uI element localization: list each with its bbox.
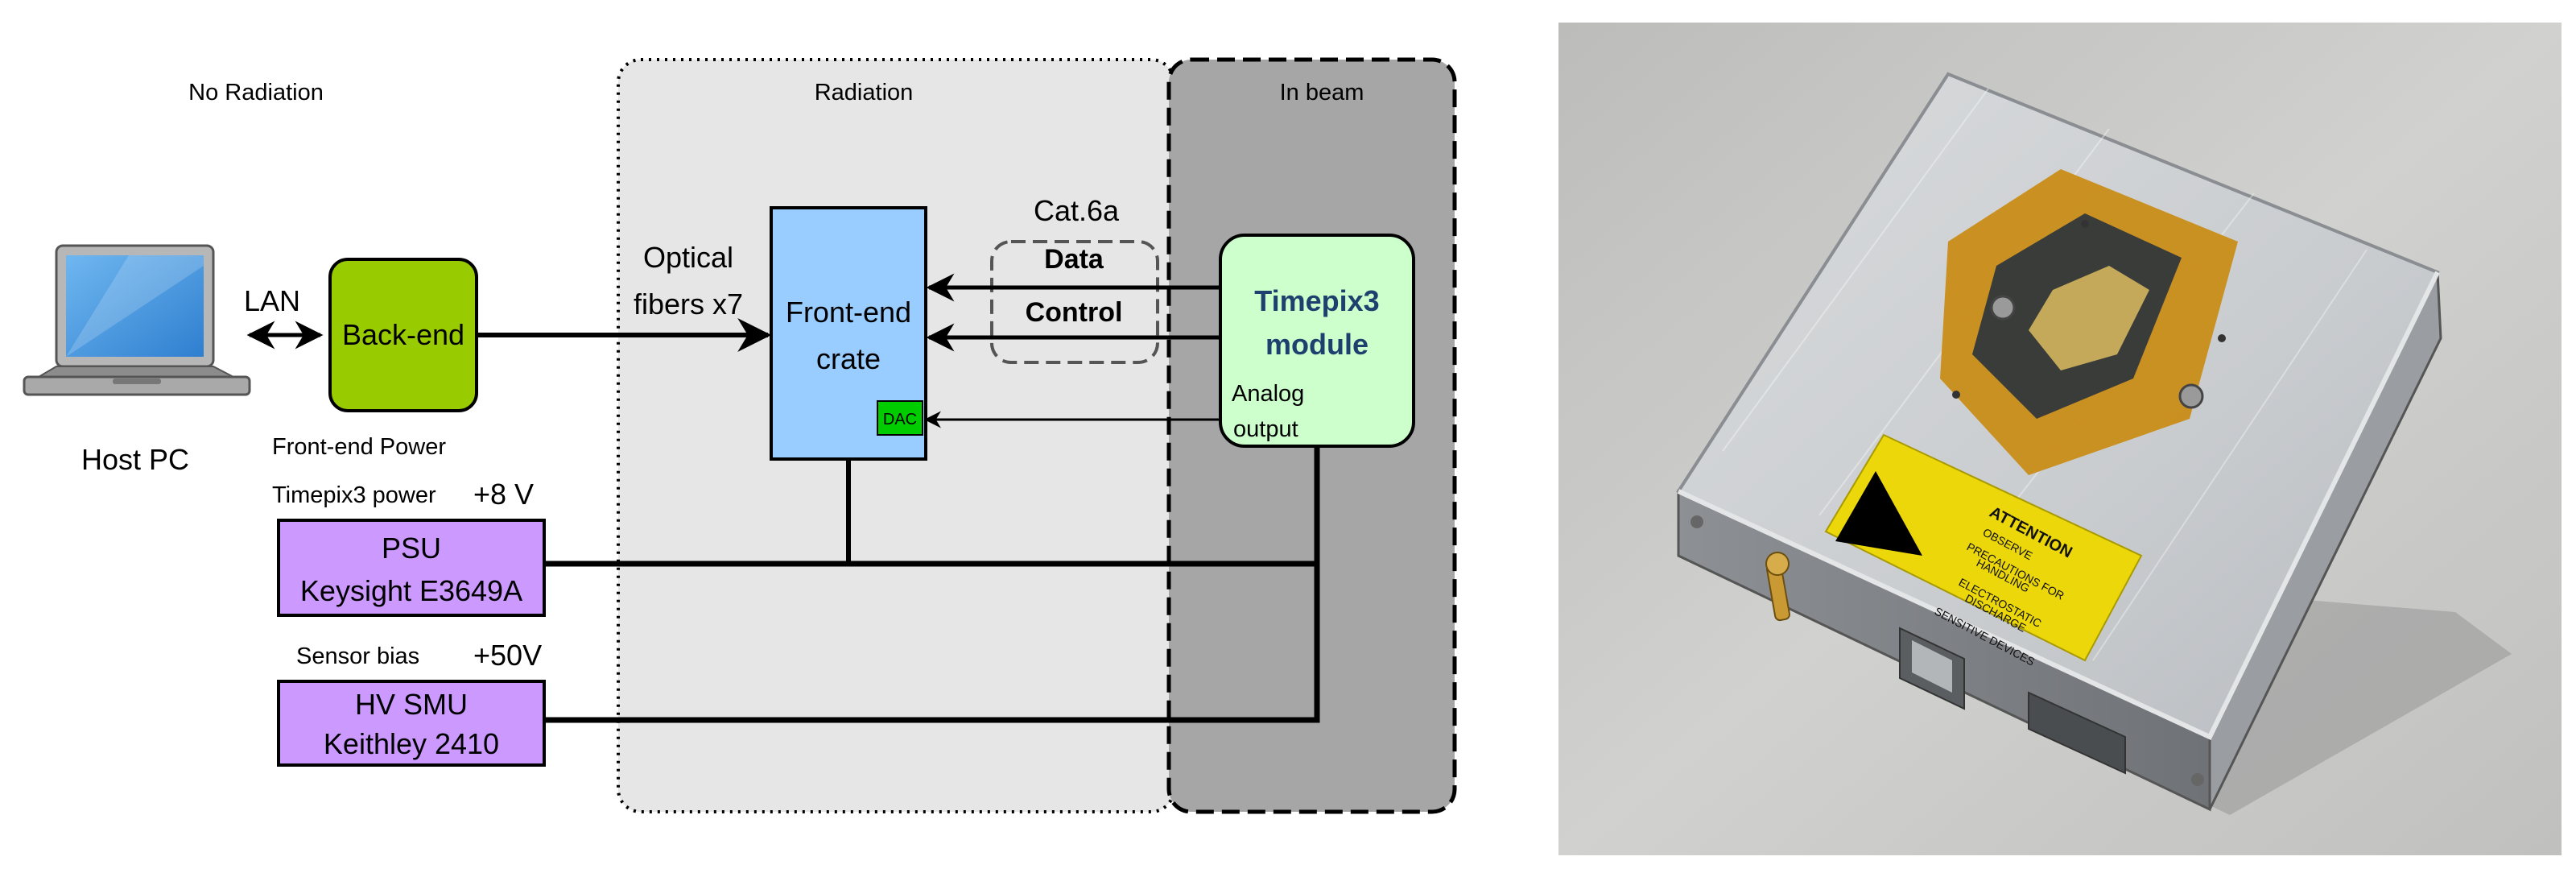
in-beam-label: In beam bbox=[1280, 80, 1364, 106]
no-radiation-label: No Radiation bbox=[188, 80, 324, 106]
cat6a-label: Cat.6a bbox=[1034, 194, 1120, 227]
timepix3-power-label: Timepix3 power bbox=[272, 482, 436, 508]
analog-line2: output bbox=[1233, 416, 1298, 442]
lan-label: LAN bbox=[244, 284, 300, 317]
timepix3-line2: module bbox=[1265, 328, 1368, 361]
cat6a-bundle bbox=[990, 240, 1159, 364]
front-end-crate-line2: crate bbox=[816, 342, 881, 375]
front-end-crate-box: Front-end crate DAC bbox=[770, 206, 927, 461]
sma-connector bbox=[1765, 552, 1790, 622]
timepix3-module-box: Timepix3 module Analog output bbox=[1219, 234, 1415, 448]
psu-voltage-label: +8 V bbox=[473, 478, 534, 511]
sensor-bias-label: Sensor bias bbox=[296, 643, 419, 669]
control-label: Control bbox=[1026, 297, 1123, 328]
rj45-connector bbox=[1899, 627, 1965, 710]
hv-smu-line2: Keithley 2410 bbox=[324, 727, 499, 760]
detector-photo: ATTENTION OBSERVE PRECAUTIONS FOR HANDLI… bbox=[1558, 23, 2562, 855]
analog-line1: Analog bbox=[1232, 381, 1304, 407]
timepix3-line1: Timepix3 bbox=[1254, 284, 1379, 317]
psu-line2: Keysight E3649A bbox=[300, 574, 522, 607]
optical-label-line1: Optical bbox=[643, 241, 733, 274]
front-end-crate-line1: Front-end bbox=[786, 296, 911, 329]
screw-left bbox=[1990, 295, 2016, 321]
radiation-label: Radiation bbox=[815, 80, 914, 106]
dac-box bbox=[877, 400, 923, 436]
front-end-power-label: Front-end Power bbox=[272, 434, 446, 460]
psu-box: PSU Keysight E3649A bbox=[277, 519, 546, 617]
optical-label-line2: fibers x7 bbox=[634, 288, 743, 321]
data-label: Data bbox=[1044, 244, 1104, 275]
host-pc-label: Host PC bbox=[81, 443, 189, 476]
sensor-chip bbox=[2029, 266, 2149, 370]
hv-smu-line1: HV SMU bbox=[355, 688, 468, 721]
screw-right bbox=[2178, 383, 2204, 409]
hv-voltage-label: +50V bbox=[473, 639, 542, 672]
laptop-icon bbox=[23, 244, 251, 396]
dac-label: DAC bbox=[883, 411, 917, 428]
hv-smu-box: HV SMU Keithley 2410 bbox=[277, 680, 546, 767]
esd-warning-icon bbox=[1835, 471, 1922, 556]
psu-line1: PSU bbox=[382, 532, 441, 565]
hv-bias-line bbox=[544, 564, 1320, 723]
back-end-box: Back-end bbox=[328, 258, 478, 412]
back-end-label: Back-end bbox=[342, 318, 464, 351]
